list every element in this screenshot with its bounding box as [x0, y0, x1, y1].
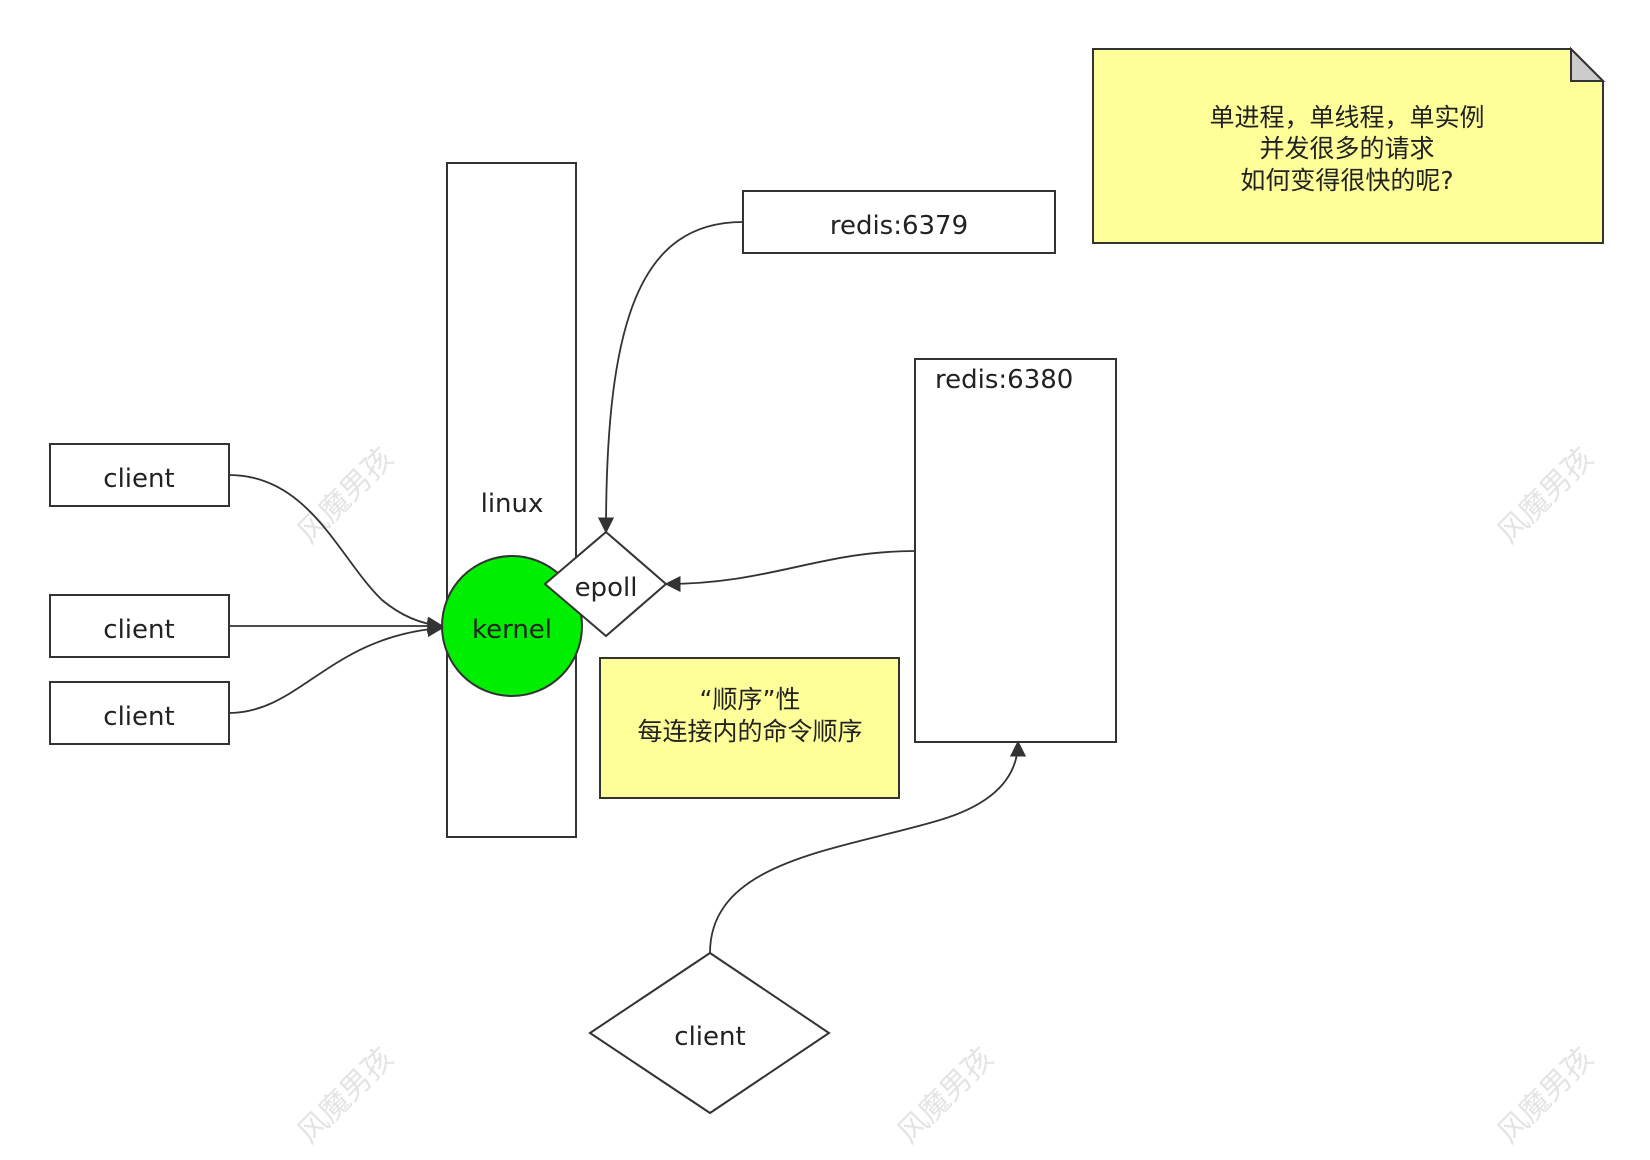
top-note-line-1: 单进程，单线程，单实例: [1209, 103, 1484, 132]
watermark: 风魔男孩: [1491, 441, 1601, 551]
redis-6379-label: redis:6379: [830, 211, 968, 241]
client-box-3: client: [49, 681, 230, 745]
client-label: client: [103, 702, 174, 732]
watermark: 风魔男孩: [291, 1041, 401, 1151]
order-note-line-2: 每连接内的命令顺序: [637, 717, 862, 746]
client-diamond-label: client: [674, 1022, 745, 1052]
client-label: client: [103, 615, 174, 645]
client-diamond: client: [588, 951, 831, 1115]
top-note: 单进程，单线程，单实例 并发很多的请求 如何变得很快的呢?: [1092, 46, 1606, 244]
order-note-line-1: “顺序”性: [700, 685, 801, 714]
top-note-line-3: 如何变得很快的呢?: [1240, 166, 1453, 195]
epoll-node: epoll: [543, 530, 668, 638]
edge-client1-kernel: [228, 474, 444, 633]
watermark: 风魔男孩: [891, 1041, 1001, 1151]
top-note-line-2: 并发很多的请求: [1259, 134, 1434, 163]
client-box-1: client: [49, 443, 230, 507]
redis-6380-box: redis:6380: [914, 358, 1117, 743]
edge-redis6380-epoll: [664, 550, 916, 593]
linux-box: linux: [446, 162, 577, 838]
kernel-node: kernel: [441, 555, 583, 697]
edges: [228, 221, 1027, 954]
client-box-2: client: [49, 594, 230, 658]
epoll-label: epoll: [575, 573, 638, 603]
client-label: client: [103, 464, 174, 494]
edge-redis6379-epoll: [597, 221, 744, 534]
order-note: “顺序”性 每连接内的命令顺序: [599, 657, 900, 799]
redis-6380-label: redis:6380: [935, 365, 1073, 395]
redis-6379-box: redis:6379: [742, 190, 1056, 254]
kernel-label: kernel: [472, 615, 552, 645]
linux-label: linux: [481, 489, 544, 519]
watermark: 风魔男孩: [1491, 1041, 1601, 1151]
edge-client-redis6380: [709, 740, 1027, 954]
watermark: 风魔男孩: [291, 441, 401, 551]
edge-client3-kernel: [228, 620, 444, 714]
